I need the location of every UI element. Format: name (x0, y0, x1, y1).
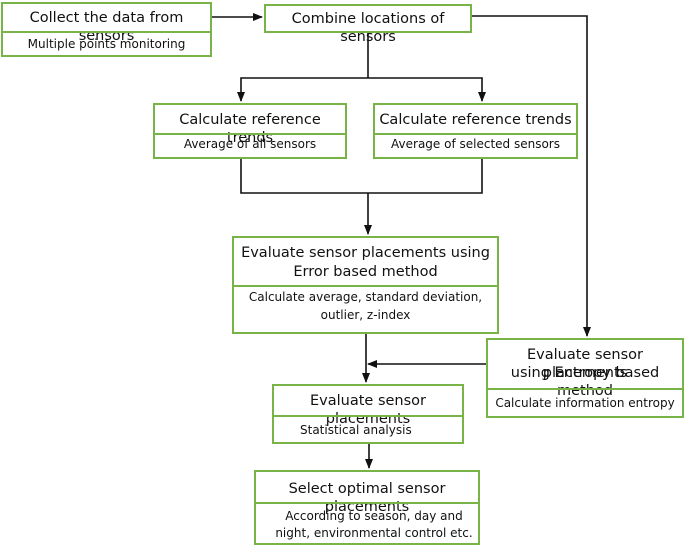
entropy-method-title-line1: Evaluate sensor placements (527, 347, 643, 381)
reference-trends-all-divider (155, 133, 345, 135)
entropy-method-node: Evaluate sensor placements using Entropy… (486, 338, 684, 418)
reference-trends-selected-node: Calculate reference trends Average of se… (373, 103, 578, 159)
error-method-node: Evaluate sensor placements using Error b… (232, 236, 499, 334)
error-method-detail-line2: outlier, z-index (320, 308, 411, 322)
arrow-split-to-ref-selected (368, 77, 486, 102)
collect-data-divider (3, 31, 210, 33)
select-optimal-detail-line1: According to season, day and (285, 509, 463, 523)
combine-locations-title: Combine locations of sensors (291, 11, 445, 45)
entropy-method-detail: Calculate information entropy (495, 396, 675, 410)
reference-trends-selected-divider (375, 133, 576, 135)
select-optimal-node: Select optimal sensor placements Accordi… (254, 470, 480, 545)
select-optimal-divider (256, 502, 478, 504)
reference-trends-all-node: Calculate reference trends Average of al… (153, 103, 347, 159)
evaluate-placements-node: Evaluate sensor placements Statistical a… (272, 384, 464, 444)
evaluate-placements-divider (274, 415, 462, 417)
error-method-detail-line1: Calculate average, standard deviation, (248, 290, 483, 304)
reference-trends-selected-title: Calculate reference trends (379, 112, 572, 128)
combine-locations-node: Combine locations of sensors (264, 4, 472, 45)
select-optimal-detail-line2: night, environmental control etc. (275, 526, 473, 540)
arrow-combine-to-entropy (472, 15, 591, 337)
error-method-divider (234, 285, 497, 287)
arrow-split-to-ref-all (237, 77, 368, 102)
collect-data-detail: Multiple points monitoring (27, 37, 186, 51)
reference-trends-selected-detail: Average of selected sensors (391, 137, 560, 151)
reference-trends-all-detail: Average of all sensors (183, 137, 317, 151)
collect-data-node: Collect the data from sensors Multiple p… (1, 2, 212, 57)
error-method-title-line1: Evaluate sensor placements using (241, 245, 490, 261)
entropy-method-title-line2: using Entropy based method (510, 365, 660, 399)
evaluate-placements-detail: Statistical analysis (300, 423, 412, 437)
entropy-method-divider (488, 388, 682, 390)
error-method-title-line2: Error based method (293, 264, 438, 280)
connector-ref-merge (240, 159, 483, 194)
